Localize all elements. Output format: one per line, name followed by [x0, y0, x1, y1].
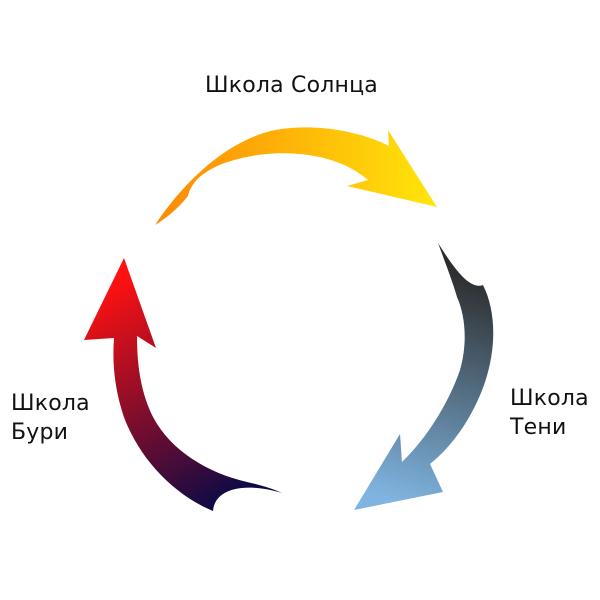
label-school-storm: Школа Бури: [11, 391, 90, 445]
label-school-sun: Школа Солнца: [205, 73, 378, 98]
sun-arrow: [155, 127, 437, 225]
shadow-arrow: [354, 243, 494, 510]
label-school-shadow: Школа Тени: [510, 386, 589, 440]
storm-arrow: [84, 258, 282, 511]
